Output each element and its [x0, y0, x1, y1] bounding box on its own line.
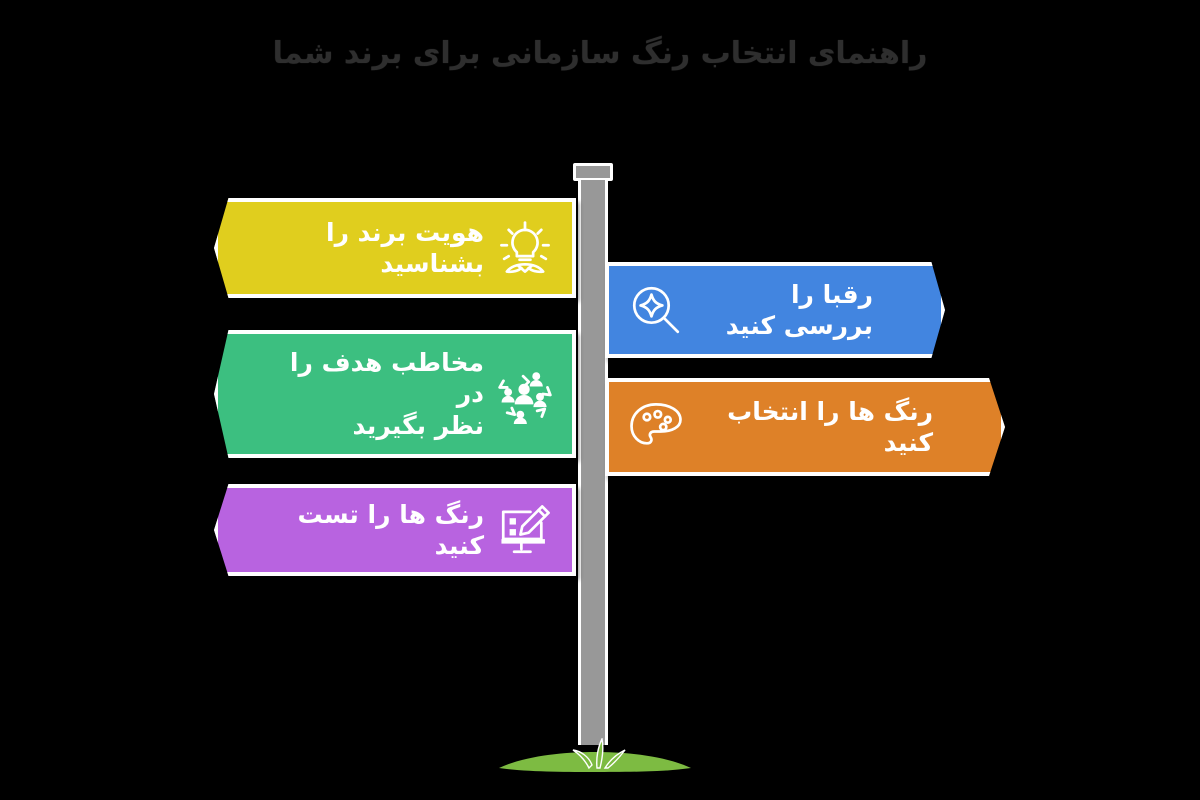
- target-audience-people-icon: [494, 363, 556, 425]
- sign-target-audience[interactable]: مخاطب هدف را در نظر بگیرید: [214, 330, 576, 458]
- sign-label-brand-identity: هویت برند را بشناسید: [326, 217, 484, 278]
- page-title: راهنمای انتخاب رنگ سازمانی برای برند شما: [272, 36, 928, 71]
- sign-brand-identity[interactable]: هویت برند را بشناسید: [214, 198, 576, 298]
- sign-test-colors[interactable]: رنگ ها را تست کنید: [214, 484, 576, 576]
- sign-label-target-audience: مخاطب هدف را در نظر بگیرید: [289, 348, 484, 440]
- lightbulb-idea-icon: [494, 217, 556, 279]
- magnifier-sparkle-icon: [625, 279, 687, 341]
- sign-label-test-colors: رنگ ها را تست کنید: [297, 499, 484, 560]
- sign-choose-colors[interactable]: رنگ ها را انتخاب کنید: [605, 378, 1005, 476]
- grass-mound-icon: [499, 738, 691, 772]
- sign-review-competitors[interactable]: رقبا را بررسی کنید: [605, 262, 945, 358]
- monitor-pencil-design-icon: [494, 499, 556, 561]
- signpost-pole-cap: [573, 163, 613, 181]
- sign-label-choose-colors: رنگ ها را انتخاب کنید: [727, 396, 933, 457]
- signpost-pole: [578, 180, 608, 745]
- sign-label-review-competitors: رقبا را بررسی کنید: [725, 279, 873, 340]
- paint-palette-icon: [625, 396, 687, 458]
